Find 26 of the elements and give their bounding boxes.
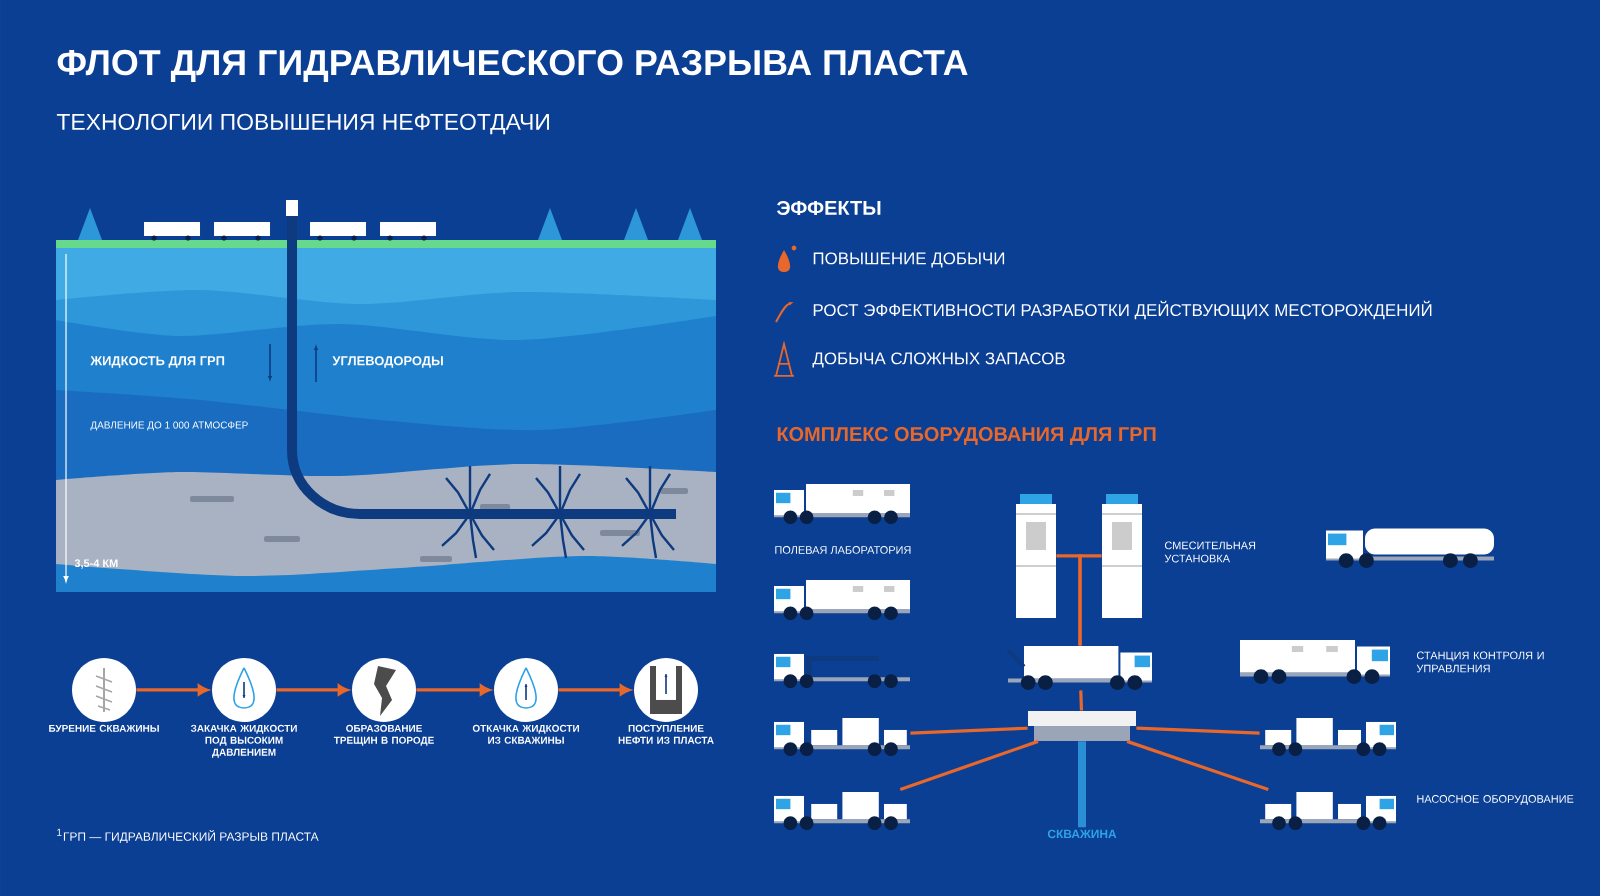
connector <box>276 684 349 696</box>
text-label: ПОВЫШЕНИЕ ДОБЫЧИ <box>813 252 1005 268</box>
connector <box>1078 741 1086 828</box>
text-label: РОСТ ЭФФЕКТИВНОСТИ РАЗРАБОТКИ ДЕЙСТВУЮЩИХ МЕСТОРОЖДЕНИЙ <box>813 300 1432 320</box>
truck-drawing <box>1006 645 1152 690</box>
silo-drawing <box>1101 493 1143 618</box>
subtitle: ТЕХНОЛОГИИ ПОВЫШЕНИЯ НЕФТЕОТДАЧИ <box>56 113 549 135</box>
connector <box>558 684 631 696</box>
connector <box>416 684 491 696</box>
truck-drawing <box>1260 717 1396 756</box>
silo-drawing <box>1015 493 1057 618</box>
title: ФЛОТ ДЛЯ ГИДРАВЛИЧЕСКОГО РАЗРЫВА ПЛАСТА <box>57 49 968 83</box>
connector <box>1078 554 1102 646</box>
truck-drawing <box>774 791 910 830</box>
connector <box>136 684 209 696</box>
text-label: ДОБЫЧА СЛОЖНЫХ ЗАПАСОВ <box>812 352 1065 368</box>
section-heading: ЭФФЕКТЫ <box>776 200 881 215</box>
connector <box>1079 690 1084 711</box>
connector <box>1136 726 1260 735</box>
connector <box>1126 739 1269 792</box>
truck-drawing <box>774 717 910 756</box>
section-heading: КОМПЛЕКС ОБОРУДОВАНИЯ ДЛЯ ГРП <box>777 427 1156 445</box>
connector <box>899 739 1039 792</box>
connector <box>910 726 1028 735</box>
manifold-box <box>1028 710 1136 741</box>
truck-drawing <box>1260 791 1396 830</box>
